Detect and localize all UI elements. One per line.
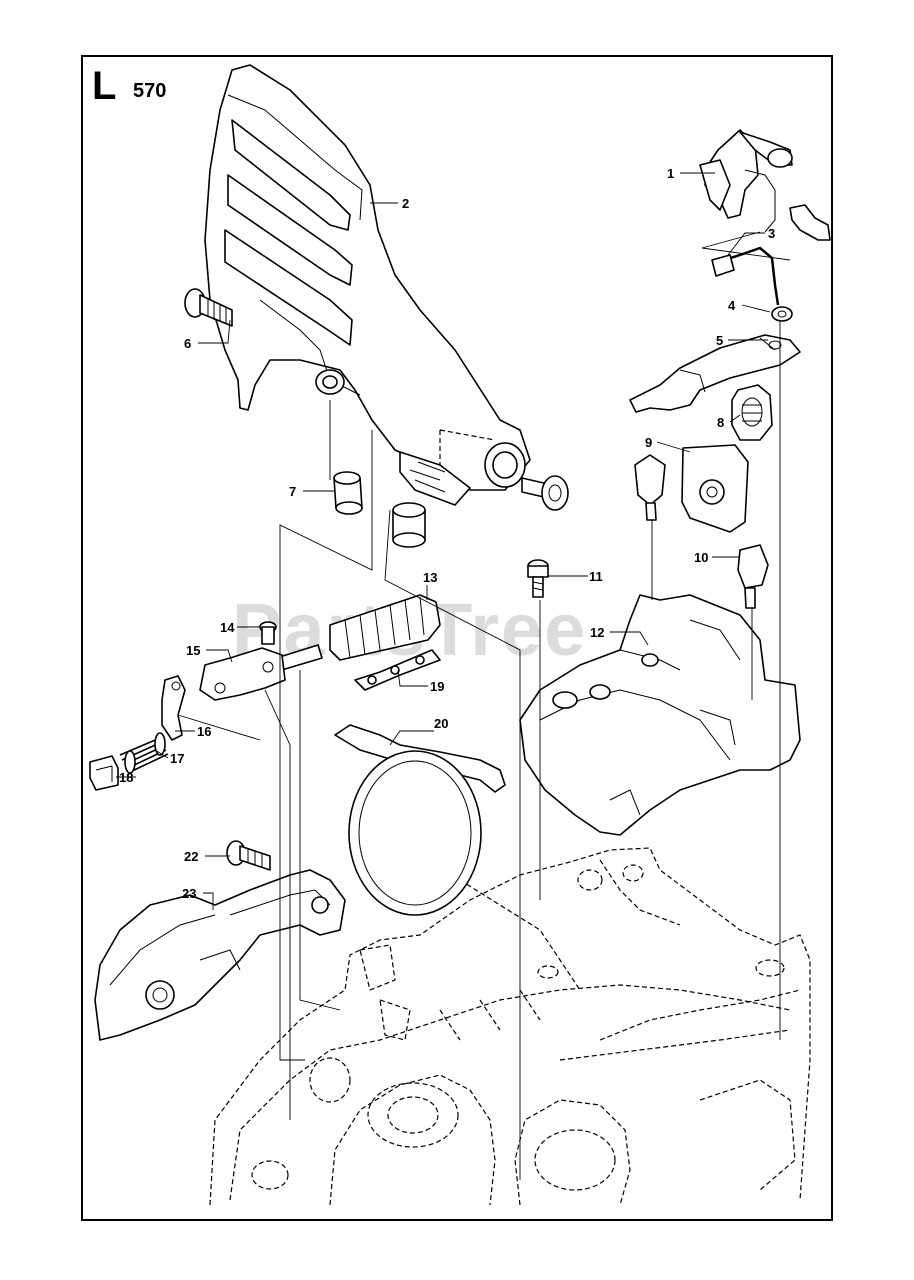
cover-bolt: [226, 840, 271, 871]
callout-18: 18: [119, 770, 133, 785]
throttle-trigger: [699, 129, 793, 233]
rear-handle-housing: [519, 594, 801, 836]
brake-band: [334, 724, 506, 916]
callout-leaders: [116, 172, 771, 910]
callout-20: 20: [434, 716, 448, 731]
callout-12: 12: [590, 625, 604, 640]
callout-8: 8: [717, 415, 724, 430]
crankcase-dashed-outline: [209, 847, 811, 1206]
diagram-frame: [81, 55, 833, 1221]
callout-7: 7: [289, 484, 296, 499]
callout-13: 13: [423, 570, 437, 585]
lockout-spring: [731, 384, 773, 441]
callout-4: 4: [728, 298, 736, 313]
callout-22: 22: [184, 849, 198, 864]
throttle-link: [789, 204, 831, 241]
callout-3: 3: [768, 226, 775, 241]
callout-1: 1: [667, 166, 674, 181]
throttle-cable: [701, 231, 793, 322]
brake-pins: [354, 649, 441, 691]
handle-screw: [527, 559, 549, 598]
switch-connector: [737, 544, 769, 609]
spring-block: [89, 755, 119, 791]
callout-9: 9: [645, 435, 652, 450]
brake-lever: [199, 647, 286, 701]
brake-screw: [259, 621, 277, 645]
callout-5: 5: [716, 333, 723, 348]
arm-spring: [119, 732, 169, 774]
section-letter: L: [92, 64, 117, 108]
guard-pivot-bolt: [184, 288, 233, 327]
stop-switch: [634, 444, 749, 533]
callout-numbers: 1 2 3 4 5 6 7 8 9 10 11 12 13 14 15 16 1…: [119, 166, 775, 901]
callout-2: 2: [402, 196, 409, 211]
callout-17: 17: [170, 751, 184, 766]
bushings: [333, 471, 426, 548]
callout-6: 6: [184, 336, 191, 351]
front-hand-guard: [204, 64, 531, 506]
callout-15: 15: [186, 643, 200, 658]
brake-arm: [161, 675, 186, 741]
callout-11: 11: [589, 569, 603, 584]
callout-23: 23: [182, 886, 196, 901]
callout-14: 14: [220, 620, 235, 635]
model-number: 570: [133, 80, 167, 102]
assembly-guide-lines: [177, 320, 781, 1180]
callout-19: 19: [430, 679, 444, 694]
callout-10: 10: [694, 550, 708, 565]
callout-16: 16: [197, 724, 211, 739]
guard-side-screw: [521, 475, 569, 511]
clutch-cover: [94, 869, 346, 1041]
throttle-lockout-lever: [629, 334, 801, 413]
